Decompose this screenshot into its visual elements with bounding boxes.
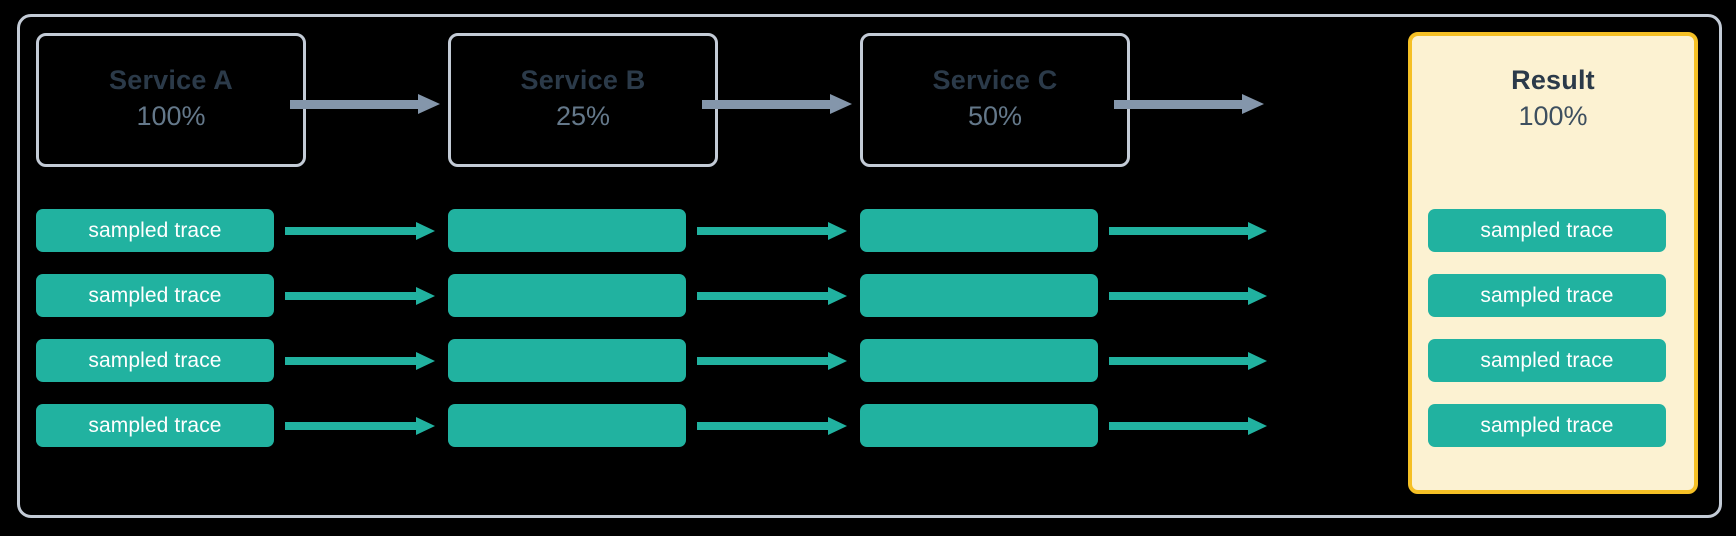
trace-bar-service-a-row-3: sampled trace: [36, 339, 274, 382]
arrow-head-icon: [1248, 417, 1267, 435]
trace-bar-label: sampled trace: [1480, 218, 1614, 242]
arrow-head-icon: [828, 417, 847, 435]
arrow-shaft: [285, 422, 418, 430]
service-title-service-c: Service C: [932, 65, 1058, 96]
header-arrow-service-c-to-result: [1114, 94, 1264, 114]
trace-bar-result-row-3: sampled trace: [1428, 339, 1666, 382]
service-percent-service-a: 100%: [136, 101, 206, 132]
trace-bar-service-b-row-1: [448, 209, 686, 252]
arrow-shaft: [1109, 422, 1250, 430]
arrow-head-icon: [828, 352, 847, 370]
arrow-head-icon: [418, 94, 440, 114]
trace-bar-service-b-row-2: [448, 274, 686, 317]
trace-bar-service-c-row-2: [860, 274, 1098, 317]
arrow-head-icon: [1242, 94, 1264, 114]
arrow-head-icon: [416, 417, 435, 435]
trace-arrow-row-3-gap-2: [697, 352, 847, 370]
arrow-shaft: [697, 422, 830, 430]
service-percent-service-b: 25%: [555, 101, 611, 132]
diagram-outer-frame: [17, 14, 1722, 518]
trace-arrow-row-4-gap-3: [1109, 417, 1267, 435]
trace-bar-result-row-2: sampled trace: [1428, 274, 1666, 317]
trace-bar-label: sampled trace: [88, 218, 222, 242]
trace-bar-service-b-row-4: [448, 404, 686, 447]
arrow-head-icon: [828, 287, 847, 305]
trace-arrow-row-2-gap-1: [285, 287, 435, 305]
header-arrow-service-b-to-service-c: [702, 94, 852, 114]
trace-arrow-row-2-gap-2: [697, 287, 847, 305]
trace-bar-label: sampled trace: [1480, 413, 1614, 437]
header-arrow-service-a-to-service-b: [290, 94, 440, 114]
trace-bar-result-row-1: sampled trace: [1428, 209, 1666, 252]
trace-arrow-row-1-gap-2: [697, 222, 847, 240]
arrow-head-icon: [828, 222, 847, 240]
service-box-service-c: Service C 50%: [860, 33, 1130, 167]
arrow-shaft: [285, 292, 418, 300]
arrow-shaft: [1109, 227, 1250, 235]
arrow-shaft: [697, 292, 830, 300]
trace-bar-result-row-4: sampled trace: [1428, 404, 1666, 447]
service-box-service-b: Service B 25%: [448, 33, 718, 167]
trace-bar-service-b-row-3: [448, 339, 686, 382]
trace-bar-label: sampled trace: [1480, 348, 1614, 372]
arrow-shaft: [285, 227, 418, 235]
arrow-head-icon: [416, 352, 435, 370]
trace-bar-label: sampled trace: [88, 348, 222, 372]
arrow-head-icon: [416, 287, 435, 305]
trace-bar-label: sampled trace: [1480, 283, 1614, 307]
arrow-shaft: [1109, 292, 1250, 300]
trace-arrow-row-2-gap-3: [1109, 287, 1267, 305]
arrow-shaft: [697, 357, 830, 365]
arrow-head-icon: [416, 222, 435, 240]
arrow-shaft: [1109, 357, 1250, 365]
trace-arrow-row-1-gap-3: [1109, 222, 1267, 240]
trace-arrow-row-4-gap-2: [697, 417, 847, 435]
trace-bar-service-c-row-4: [860, 404, 1098, 447]
arrow-shaft: [1114, 100, 1244, 109]
trace-bar-label: sampled trace: [88, 413, 222, 437]
trace-bar-service-a-row-2: sampled trace: [36, 274, 274, 317]
trace-arrow-row-4-gap-1: [285, 417, 435, 435]
service-title-service-b: Service B: [520, 65, 646, 96]
arrow-head-icon: [830, 94, 852, 114]
service-box-service-a: Service A 100%: [36, 33, 306, 167]
trace-bar-service-c-row-3: [860, 339, 1098, 382]
arrow-head-icon: [1248, 287, 1267, 305]
arrow-head-icon: [1248, 352, 1267, 370]
trace-bar-service-c-row-1: [860, 209, 1098, 252]
trace-arrow-row-3-gap-3: [1109, 352, 1267, 370]
arrow-shaft: [285, 357, 418, 365]
trace-bar-label: sampled trace: [88, 283, 222, 307]
arrow-head-icon: [1248, 222, 1267, 240]
trace-arrow-row-3-gap-1: [285, 352, 435, 370]
trace-bar-service-a-row-1: sampled trace: [36, 209, 274, 252]
arrow-shaft: [702, 100, 832, 109]
trace-arrow-row-1-gap-1: [285, 222, 435, 240]
trace-bar-service-a-row-4: sampled trace: [36, 404, 274, 447]
service-percent-service-c: 50%: [967, 101, 1023, 132]
arrow-shaft: [290, 100, 420, 109]
service-title-service-a: Service A: [109, 65, 233, 96]
arrow-shaft: [697, 227, 830, 235]
